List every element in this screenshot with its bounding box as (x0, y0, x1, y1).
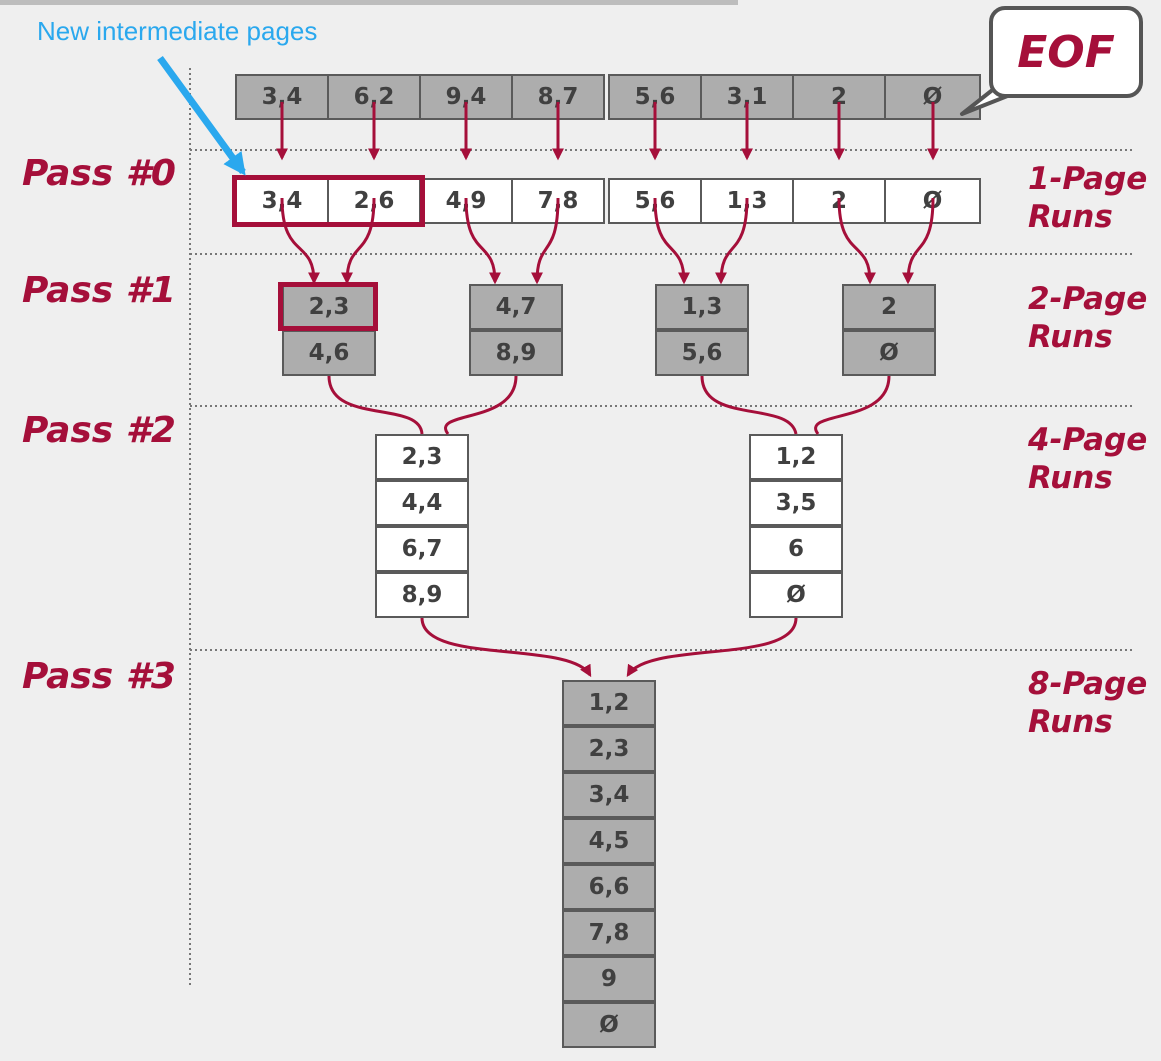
pass3-page: 7,8 (562, 910, 656, 956)
runs-size: 2-Page (1028, 281, 1148, 317)
pass-1-label: Pass #1 (22, 270, 176, 311)
runs-label-1: 1-Page Runs (1028, 160, 1147, 236)
pass1-page: Ø (842, 330, 936, 376)
output-page-highlight (278, 282, 378, 331)
pass3-page: 9 (562, 956, 656, 1002)
pass1-page: 4,7 (469, 284, 563, 330)
merge-arrows-pass3 (420, 617, 798, 678)
pass2-page: 6,7 (375, 526, 469, 572)
pass2-page: 1,2 (749, 434, 843, 480)
runs-word: Runs (1028, 199, 1113, 235)
eof-callout: EOF (989, 6, 1143, 98)
pass1-page: 1,3 (655, 284, 749, 330)
pass3-page: 4,5 (562, 818, 656, 864)
runs-size: 8-Page (1028, 666, 1148, 702)
runs-word: Runs (1028, 460, 1113, 496)
runs-label-2: 2-Page Runs (1028, 280, 1147, 356)
runs-size: 1-Page (1028, 161, 1148, 197)
pass3-page: 2,3 (562, 726, 656, 772)
pass2-page: 3,5 (749, 480, 843, 526)
pass1-page: 2 (842, 284, 936, 330)
new-pages-highlight (232, 175, 425, 227)
pass3-page: 1,2 (562, 680, 656, 726)
top-divider (0, 0, 738, 5)
input-page: 2 (792, 74, 886, 120)
merge-arrows-pass2 (327, 375, 891, 435)
pass3-page: Ø (562, 1002, 656, 1048)
runs-label-8: 8-Page Runs (1028, 665, 1147, 741)
callout-label: New intermediate pages (37, 16, 318, 46)
pass-3-label: Pass #3 (22, 656, 176, 697)
pass2-page: 6 (749, 526, 843, 572)
runs-word: Runs (1028, 704, 1113, 740)
runs-label-4: 4-Page Runs (1028, 421, 1147, 497)
merge-arrows-pass1 (280, 197, 935, 285)
pass2-page: Ø (749, 572, 843, 618)
pass-0-label: Pass #0 (22, 153, 176, 194)
pass-2-label: Pass #2 (22, 410, 176, 451)
pass1-page: 5,6 (655, 330, 749, 376)
pass2-page: 4,4 (375, 480, 469, 526)
pass1-page: 4,6 (282, 330, 376, 376)
pass1-page: 8,9 (469, 330, 563, 376)
callout-arrow (157, 55, 246, 176)
pass3-page: 3,4 (562, 772, 656, 818)
runs-word: Runs (1028, 319, 1113, 355)
separator-lines (189, 68, 1135, 985)
sort-arrows (276, 102, 939, 161)
pass3-page: 6,6 (562, 864, 656, 910)
pass2-page: 2,3 (375, 434, 469, 480)
runs-size: 4-Page (1028, 422, 1148, 458)
pass2-page: 8,9 (375, 572, 469, 618)
